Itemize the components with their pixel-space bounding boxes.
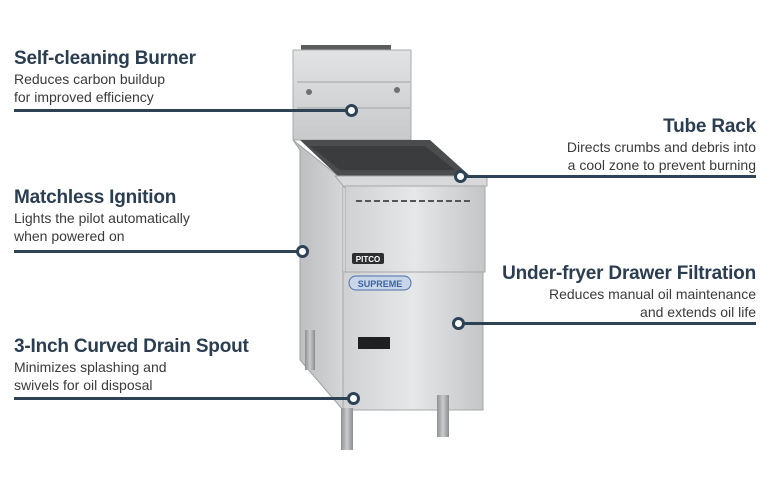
callout-line-matchless-ignition <box>14 250 304 253</box>
callout-dot-drain-spout[interactable] <box>347 392 360 405</box>
callout-line-tube-rack <box>466 175 756 178</box>
callout-dot-drawer-filtration[interactable] <box>452 317 465 330</box>
feature-desc-line: Lights the pilot automatically <box>14 210 190 226</box>
feature-self-cleaning-burner: Self-cleaning Burner Reduces carbon buil… <box>14 48 196 106</box>
feature-title: Self-cleaning Burner <box>14 48 196 69</box>
feature-title: 3-Inch Curved Drain Spout <box>14 336 249 357</box>
feature-title: Matchless Ignition <box>14 187 177 208</box>
feature-desc-line: when powered on <box>14 228 125 244</box>
feature-desc-line: Reduces manual oil maintenance <box>548 286 756 302</box>
model-badge: SUPREME <box>358 279 403 289</box>
feature-desc-line: Minimizes splashing and <box>14 359 167 375</box>
callout-dot-self-cleaning-burner[interactable] <box>345 104 358 117</box>
feature-matchless-ignition: Matchless Ignition Lights the pilot auto… <box>14 187 190 245</box>
callout-dot-matchless-ignition[interactable] <box>296 245 309 258</box>
feature-desc-line: for improved efficiency <box>14 89 154 105</box>
callout-dot-tube-rack[interactable] <box>454 170 467 183</box>
feature-desc-line: a cool zone to prevent burning <box>567 157 756 173</box>
callout-line-drain-spout <box>14 397 354 400</box>
callout-line-drawer-filtration <box>464 322 756 325</box>
callout-line-self-cleaning-burner <box>14 109 352 112</box>
feature-tube-rack: Tube Rack Directs crumbs and debris into… <box>567 116 756 174</box>
brand-badge: PITCO <box>356 255 380 264</box>
feature-desc-line: and extends oil life <box>640 304 756 320</box>
feature-desc-line: swivels for oil disposal <box>14 377 153 393</box>
feature-drain-spout: 3-Inch Curved Drain Spout Minimizes spla… <box>14 336 249 394</box>
feature-drawer-filtration: Under-fryer Drawer Filtration Reduces ma… <box>502 263 756 321</box>
feature-title: Tube Rack <box>663 116 756 137</box>
feature-title: Under-fryer Drawer Filtration <box>502 263 756 284</box>
feature-desc-line: Reduces carbon buildup <box>14 71 165 87</box>
feature-desc-line: Directs crumbs and debris into <box>566 139 756 155</box>
